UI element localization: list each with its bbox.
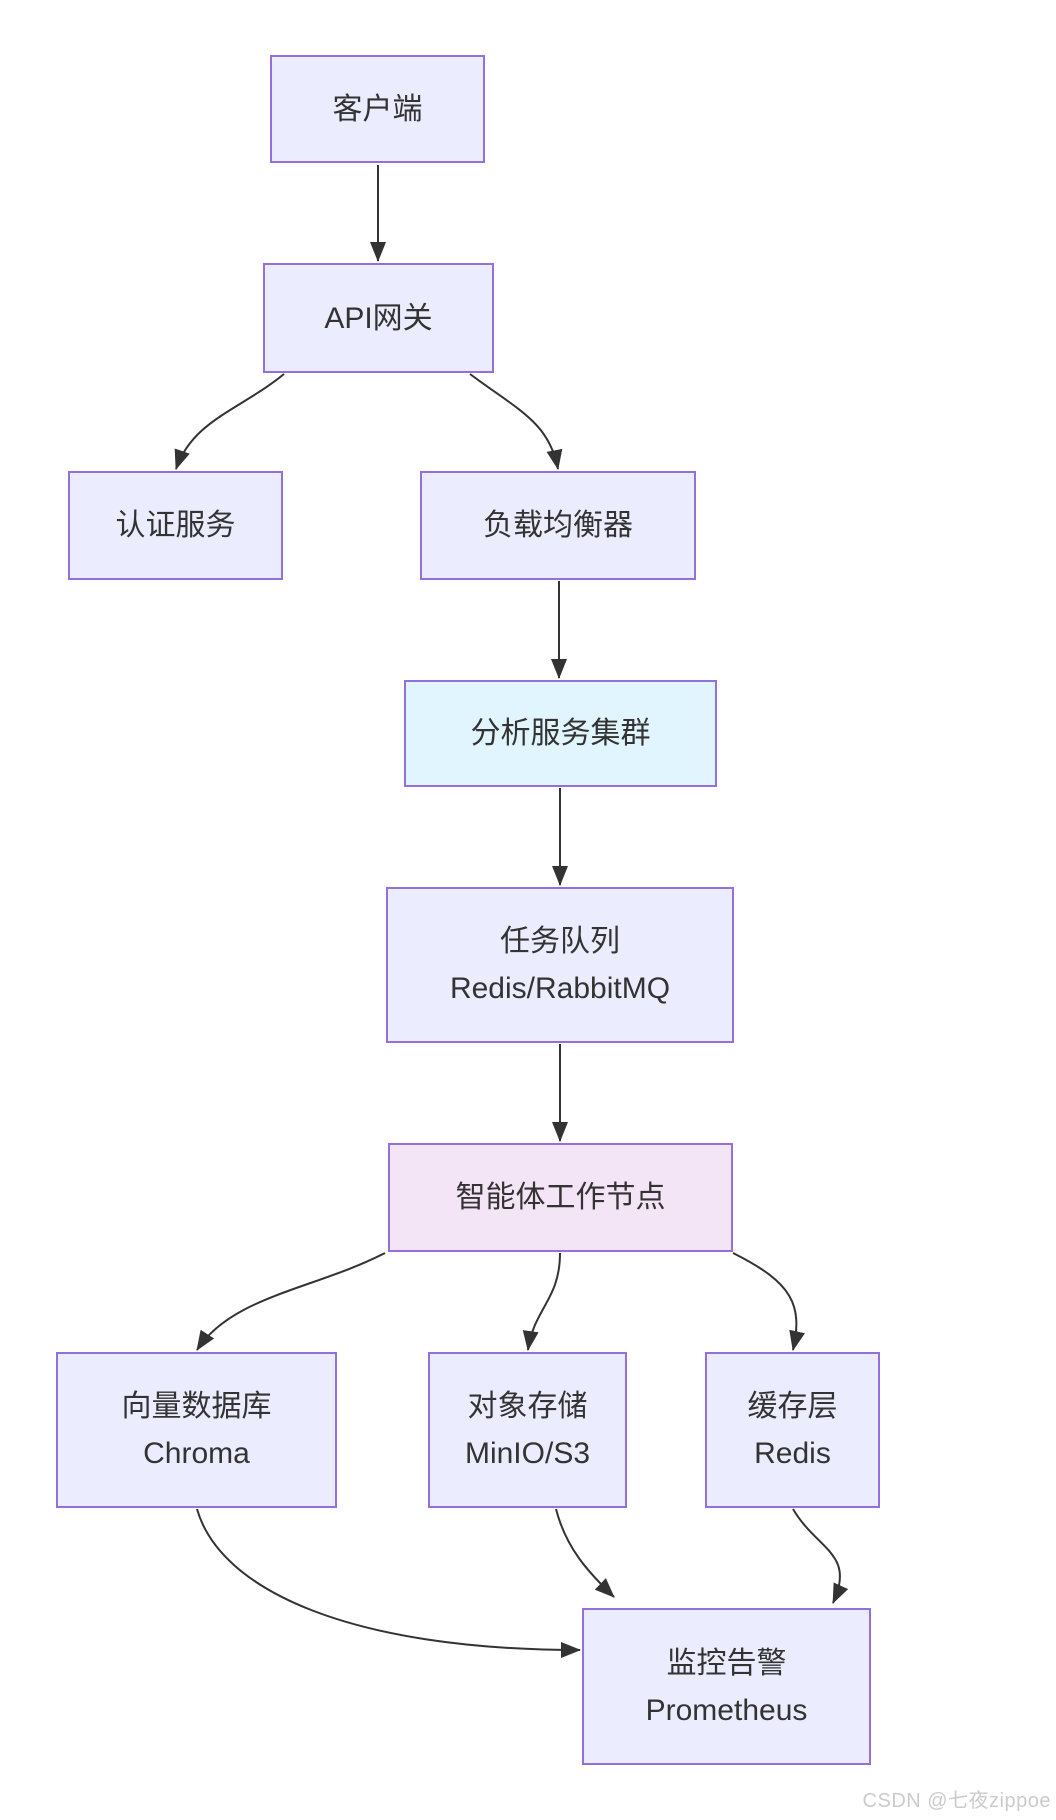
node-agent: 智能体工作节点	[388, 1143, 733, 1252]
edge-cache-monitor	[792, 1508, 849, 1604]
node-label: 缓存层	[747, 1390, 838, 1423]
node-storage: 对象存储 MinIO/S3	[428, 1352, 627, 1508]
node-client: 客户端	[270, 55, 485, 163]
node-sublabel: Redis/RabbitMQ	[449, 972, 671, 1005]
edge-gateway-auth	[174, 373, 285, 470]
node-label: 负载均衡器	[483, 509, 633, 542]
node-sublabel: Redis	[754, 1437, 831, 1470]
node-monitor: 监控告警 Prometheus	[582, 1608, 871, 1765]
node-label: 监控告警	[666, 1646, 787, 1680]
edge-agent-vector	[196, 1252, 386, 1351]
node-label: 分析服务集群	[470, 717, 651, 750]
node-label: 智能体工作节点	[455, 1181, 666, 1214]
node-vector: 向量数据库 Chroma	[56, 1352, 337, 1508]
node-label: 对象存储	[467, 1390, 588, 1423]
node-label: 任务队列	[500, 925, 620, 958]
node-queue: 任务队列 Redis/RabbitMQ	[386, 887, 734, 1043]
node-gateway: API网关	[263, 263, 494, 373]
edge-gateway-lb	[469, 373, 563, 470]
node-label: 向量数据库	[121, 1390, 272, 1423]
node-auth: 认证服务	[68, 471, 283, 580]
edge-vector-monitor	[196, 1508, 581, 1658]
node-label: 客户端	[332, 92, 423, 126]
node-lb: 负载均衡器	[420, 471, 696, 580]
node-cache: 缓存层 Redis	[705, 1352, 880, 1508]
node-sublabel: Prometheus	[645, 1693, 808, 1727]
node-sublabel: MinIO/S3	[464, 1437, 591, 1470]
edge-agent-cache	[732, 1252, 805, 1351]
watermark: CSDN @七夜zippoe	[862, 1790, 1051, 1812]
node-label: API网关	[324, 301, 433, 335]
node-analysis: 分析服务集群	[404, 680, 717, 787]
node-sublabel: Chroma	[143, 1437, 250, 1470]
edge-agent-storage	[522, 1252, 561, 1351]
edge-storage-monitor	[555, 1508, 615, 1598]
node-label: 认证服务	[115, 509, 236, 542]
